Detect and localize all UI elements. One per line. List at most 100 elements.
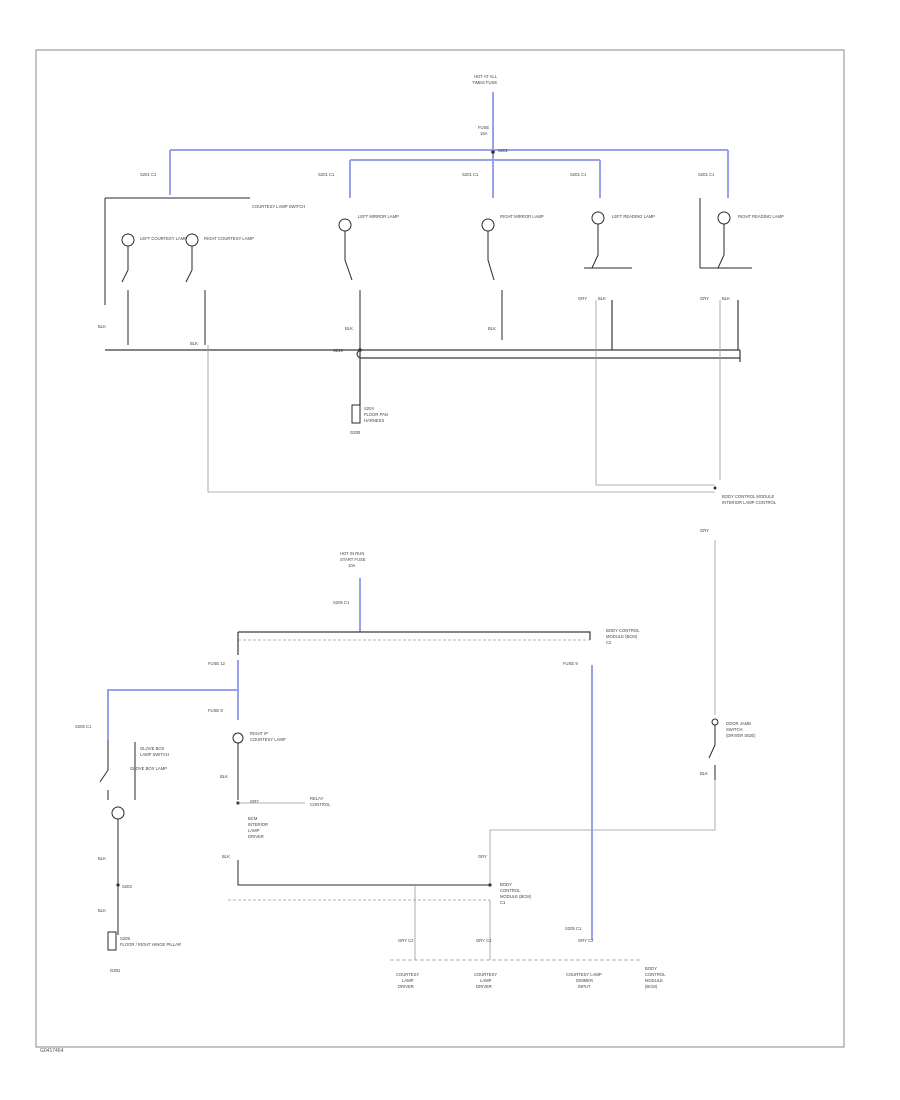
bottom-label-1: COURTESY LAMP DRIVER (396, 972, 419, 989)
bcm-lamp-bulb (232, 732, 244, 744)
sw1-label: COURTESY LAMP SWITCH (252, 204, 305, 209)
svg-text:S201 C1: S201 C1 (570, 172, 587, 177)
door-switch (708, 725, 716, 780)
svg-text:C2: C2 (606, 640, 612, 645)
svg-text:SWITCH: SWITCH (726, 727, 743, 732)
svg-text:HOT AT ALL: HOT AT ALL (474, 74, 498, 79)
door-sw-contact (711, 718, 719, 726)
svg-text:BODY: BODY (645, 966, 657, 971)
svg-text:BLK: BLK (345, 326, 353, 331)
lamp4-bulb (481, 218, 503, 340)
ground-left-label: G301 (110, 968, 121, 973)
splice-top-label: S201 (498, 148, 508, 153)
svg-text:GRY: GRY (700, 296, 709, 301)
svg-text:START FUSE: START FUSE (340, 557, 366, 562)
svg-text:S204: S204 (364, 406, 374, 411)
lamp4-label: RIGHT MIRROR LAMP (500, 214, 544, 219)
svg-text:(BCM): (BCM) (645, 984, 658, 989)
fuse-left-label: FUSE 12 (208, 661, 226, 666)
bottom-right-label: BODY CONTROL MODULE (BCM) (645, 966, 666, 989)
svg-text:MODULE (BCM): MODULE (BCM) (500, 894, 532, 899)
svg-text:BODY CONTROL: BODY CONTROL (606, 628, 640, 633)
module-right-label: BODY CONTROL MODULE INTERIOR LAMP CONTRO… (722, 494, 777, 505)
splice-mid-label: S210 (333, 348, 343, 353)
lamp2-label: RIGHT COURTESY LAMP (204, 236, 254, 241)
svg-text:FLOOR / RIGHT HINGE PILLAR: FLOOR / RIGHT HINGE PILLAR (120, 942, 181, 947)
svg-text:RELAY: RELAY (310, 796, 324, 801)
driver-return (237, 860, 490, 886)
module-junction (713, 486, 717, 490)
svg-text:(DRIVER SIDE): (DRIVER SIDE) (726, 733, 756, 738)
svg-text:GRY: GRY (700, 528, 709, 533)
svg-text:TIMES FUSE: TIMES FUSE (472, 80, 497, 85)
svg-text:INTERIOR: INTERIOR (248, 822, 268, 827)
svg-text:RIGHT IP: RIGHT IP (250, 731, 268, 736)
ground-connector-top (351, 404, 361, 424)
svg-text:INPUT: INPUT (578, 984, 591, 989)
bcm-block-label: BODY CONTROL MODULE (BCM) C2 (606, 628, 640, 645)
svg-text:DRIVER: DRIVER (248, 834, 264, 839)
svg-text:S201 C1: S201 C1 (318, 172, 335, 177)
svg-text:10A: 10A (348, 563, 356, 568)
svg-text:BODY CONTROL MODULE: BODY CONTROL MODULE (722, 494, 775, 499)
svg-text:CONTROL: CONTROL (645, 972, 666, 977)
svg-text:GRY: GRY (250, 799, 259, 804)
svg-text:COURTESY: COURTESY (474, 972, 497, 977)
svg-text:C1: C1 (500, 900, 506, 905)
svg-text:MODULE (BCM): MODULE (BCM) (606, 634, 638, 639)
svg-text:S205 C1: S205 C1 (333, 600, 350, 605)
svg-text:CONTROL: CONTROL (310, 802, 331, 807)
svg-text:BLK: BLK (98, 856, 106, 861)
ground-connector-left (107, 931, 117, 951)
svg-text:COURTESY LAMP: COURTESY LAMP (566, 972, 602, 977)
fuse-mid-label: FUSE 8 (208, 708, 223, 713)
top-fuse-label: FUSE 15A (478, 125, 489, 136)
svg-text:GRY C2: GRY C2 (398, 938, 414, 943)
source2-label: HOT IN RUN START FUSE 10A (340, 551, 366, 568)
svg-text:BCM: BCM (248, 816, 258, 821)
pin-labels-top: BLK BLK BLK BLK GRY BLK GRY BLK (98, 296, 730, 346)
svg-text:BLK: BLK (98, 908, 106, 913)
bcm-mid-label: BCM INTERIOR LAMP DRIVER (248, 816, 268, 839)
top-source-label: HOT AT ALL TIMES FUSE (472, 74, 498, 85)
svg-text:GRY: GRY (478, 854, 487, 859)
svg-text:DRIVER: DRIVER (398, 984, 414, 989)
svg-text:DIMMER: DIMMER (576, 978, 593, 983)
svg-text:COURTESY LAMP: COURTESY LAMP (250, 737, 286, 742)
svg-text:LAMP SWITCH: LAMP SWITCH (140, 752, 169, 757)
svg-text:DOOR JAMB: DOOR JAMB (726, 721, 751, 726)
lamp1-label: LEFT COURTESY LAMP (140, 236, 187, 241)
svg-text:GRY C2: GRY C2 (578, 938, 594, 943)
glove-lamp-bulb (111, 806, 125, 820)
svg-text:S206 C1: S206 C1 (75, 724, 92, 729)
svg-text:GLOVE BOX: GLOVE BOX (140, 746, 165, 751)
figure-id: G0417464 (40, 1048, 64, 1054)
svg-text:S209: S209 (120, 936, 130, 941)
lamp2-bulb (185, 233, 206, 345)
lamp5-bulb (584, 211, 632, 269)
svg-text:FLOOR PAN: FLOOR PAN (364, 412, 388, 417)
svg-text:LAMP: LAMP (402, 978, 414, 983)
svg-text:BLK: BLK (598, 296, 606, 301)
glove-lamp-label: GLOVE BOX LAMP (130, 766, 167, 771)
cargo-ctrl-label: BODY CONTROL MODULE (BCM) C1 (500, 882, 532, 905)
diagram-frame (35, 49, 845, 1048)
svg-text:INTERIOR LAMP CONTROL: INTERIOR LAMP CONTROL (722, 500, 777, 505)
lamp6-bulb (699, 198, 752, 269)
svg-text:S205 C1: S205 C1 (565, 926, 582, 931)
glove-switch-label: GLOVE BOX LAMP SWITCH (140, 746, 169, 757)
svg-text:BLK: BLK (722, 296, 730, 301)
svg-text:BLK: BLK (220, 774, 228, 779)
bcm-top-rail (238, 631, 591, 640)
svg-text:S201 C1: S201 C1 (140, 172, 157, 177)
svg-text:CONTROL: CONTROL (500, 888, 521, 893)
lamp1-bulb (121, 233, 135, 345)
svg-text:S203: S203 (122, 884, 132, 889)
svg-text:HOT IN RUN: HOT IN RUN (340, 551, 364, 556)
svg-text:LAMP: LAMP (480, 978, 492, 983)
door-sw-return (489, 780, 716, 885)
lamp3-label: LEFT MIRROR LAMP (358, 214, 399, 219)
relay-label: RELAY CONTROL (310, 796, 331, 807)
svg-text:GRY C2: GRY C2 (476, 938, 492, 943)
